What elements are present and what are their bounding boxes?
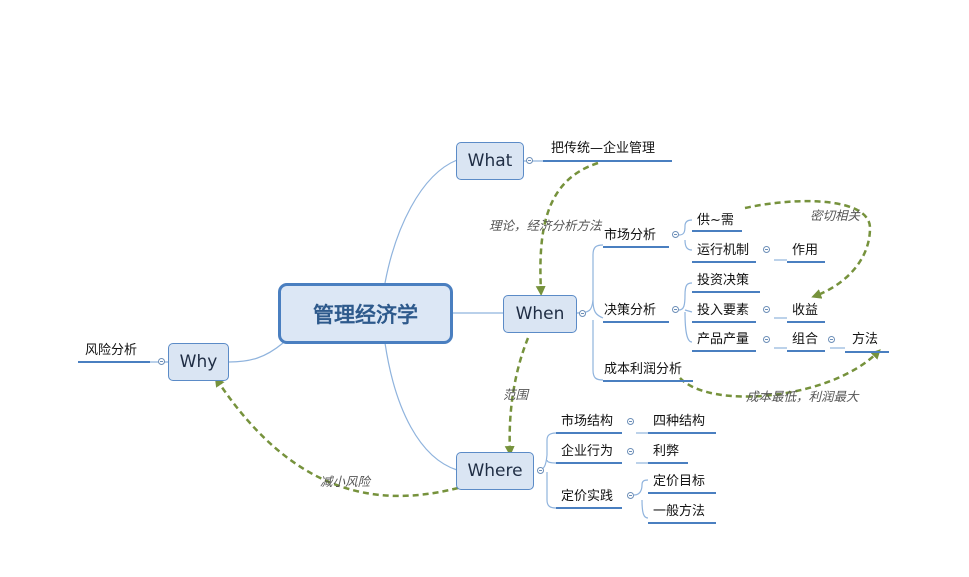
annotation-scope: 范围 <box>503 387 529 402</box>
collapse-pricing-icon[interactable] <box>627 492 634 499</box>
branch-where <box>384 342 458 471</box>
four-structures-label[interactable]: 四种结构 <box>653 414 706 429</box>
output-label[interactable]: 产品产量 <box>697 332 750 347</box>
relation-costmin-arrow <box>679 349 881 398</box>
topic-where[interactable]: Where <box>456 452 534 490</box>
collapse-why-icon[interactable] <box>158 358 165 365</box>
collapse-when-icon[interactable] <box>579 310 586 317</box>
market-analysis-label[interactable]: 市场分析 <box>604 228 657 243</box>
collapse-where-icon[interactable] <box>537 467 544 474</box>
collapse-structure-icon[interactable] <box>627 418 634 425</box>
risk-analysis-label[interactable]: 风险分析 <box>85 343 138 358</box>
method-label[interactable]: 方法 <box>852 332 879 347</box>
what-child-label[interactable]: 把传统—企业管理 <box>551 141 656 156</box>
relation-related-arrow <box>744 199 872 299</box>
topic-when[interactable]: When <box>503 295 577 333</box>
collapse-input-icon[interactable] <box>763 306 770 313</box>
firm-behavior-label[interactable]: 企业行为 <box>561 444 614 459</box>
collapse-decision-icon[interactable] <box>672 306 679 313</box>
mechanism-label[interactable]: 运行机制 <box>697 243 750 258</box>
collapse-behavior-icon[interactable] <box>627 448 634 455</box>
revenue-label[interactable]: 收益 <box>792 303 819 318</box>
annotation-related: 密切相关 <box>810 208 861 223</box>
branch-why <box>228 342 284 363</box>
effect-label[interactable]: 作用 <box>792 243 819 258</box>
topic-what[interactable]: What <box>456 142 524 180</box>
relation-reduce-arrow <box>214 376 459 498</box>
collapse-what-icon[interactable] <box>526 157 533 164</box>
branch-what <box>384 159 458 284</box>
supply-demand-label[interactable]: 供~需 <box>697 213 734 228</box>
pricing-practice-label[interactable]: 定价实践 <box>561 489 614 504</box>
relation-theory-arrow <box>535 161 599 296</box>
topic-why[interactable]: Why <box>168 343 229 381</box>
investment-decision-label[interactable]: 投资决策 <box>697 273 750 288</box>
decision-analysis-label[interactable]: 决策分析 <box>604 303 657 318</box>
central-topic[interactable]: 管理经济学 <box>278 283 453 344</box>
input-factors-label[interactable]: 投入要素 <box>697 303 750 318</box>
annotation-reduce-risk: 减小风险 <box>320 474 371 489</box>
cost-profit-label[interactable]: 成本利润分析 <box>604 362 683 377</box>
collapse-output-icon[interactable] <box>763 336 770 343</box>
relation-scope-arrow <box>504 337 530 456</box>
pricing-target-label[interactable]: 定价目标 <box>653 474 706 489</box>
annotation-cost-min: 成本最低，利润最大 <box>746 389 859 404</box>
collapse-mechanism-icon[interactable] <box>763 246 770 253</box>
annotation-theory: 理论，经济分析方法 <box>489 218 602 233</box>
collapse-combination-icon[interactable] <box>828 336 835 343</box>
market-structure-label[interactable]: 市场结构 <box>561 414 614 429</box>
combination-label[interactable]: 组合 <box>792 332 819 347</box>
general-method-label[interactable]: 一般方法 <box>653 504 706 519</box>
collapse-market-icon[interactable] <box>672 231 679 238</box>
pros-cons-label[interactable]: 利弊 <box>653 444 680 459</box>
